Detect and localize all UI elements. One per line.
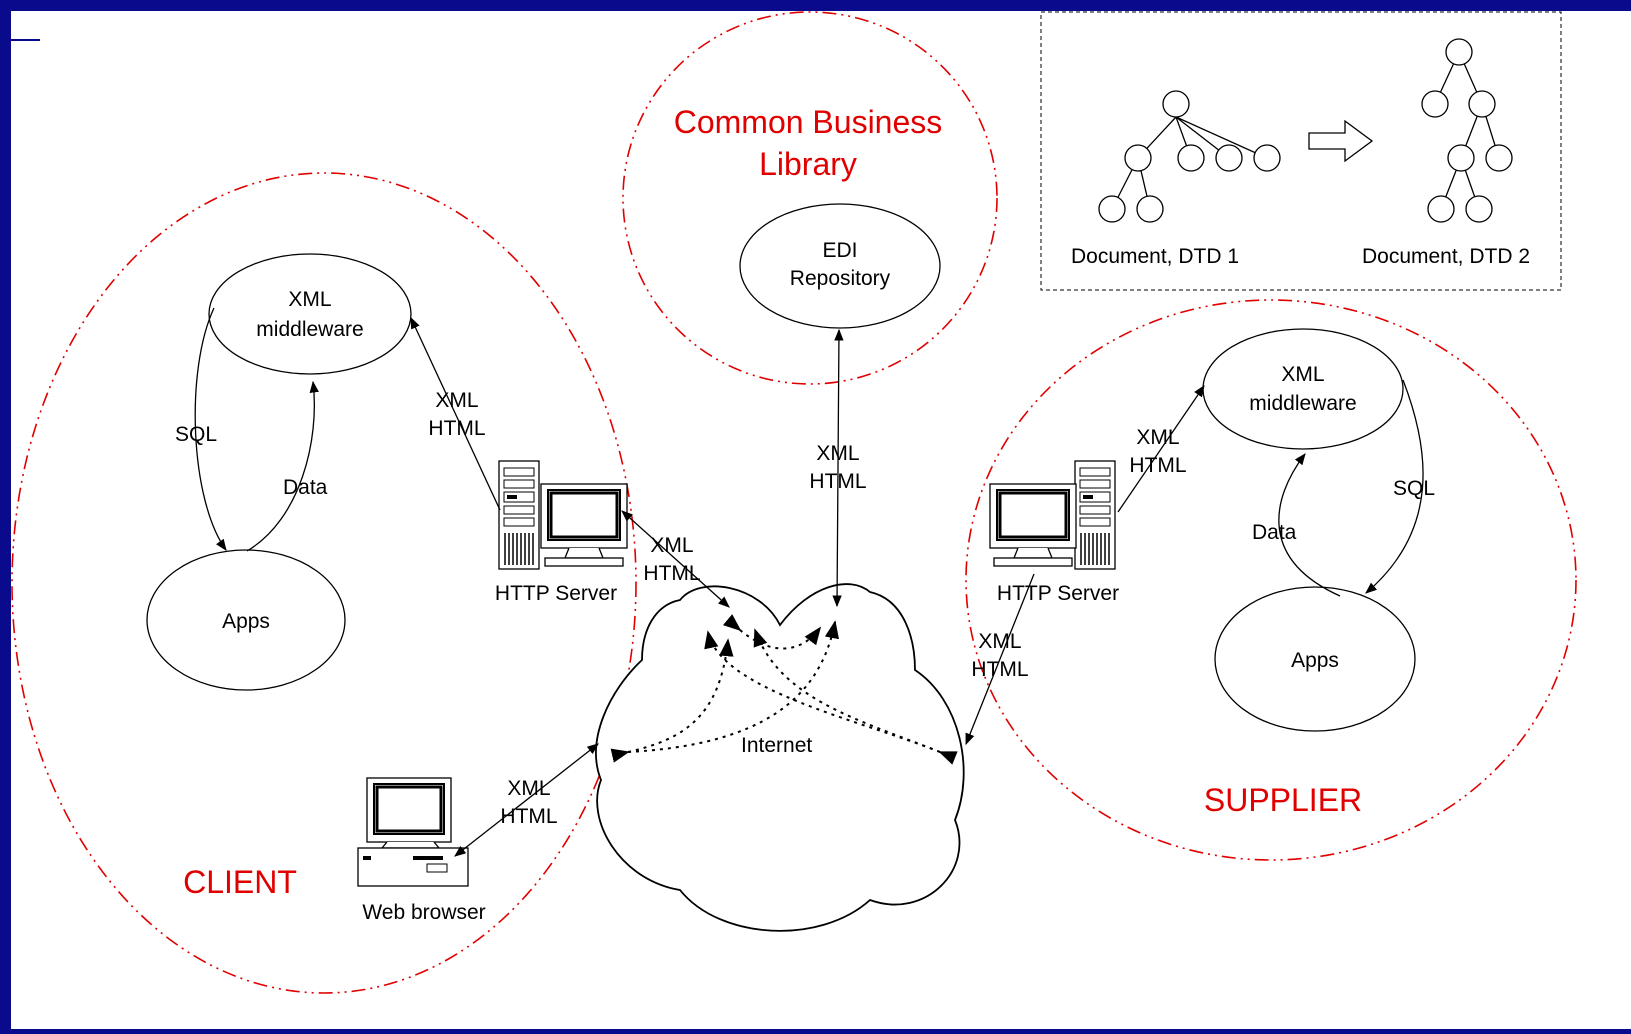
tower-server-icon <box>1074 460 1116 570</box>
svg-text:HTTP Server: HTTP Server <box>495 582 617 605</box>
edge-label-xml: XML <box>435 389 478 412</box>
client-data-arrow <box>246 380 319 552</box>
client-title: CLIENT <box>183 864 297 900</box>
cbl-title-line2: Library <box>759 146 857 182</box>
svg-text:Apps: Apps <box>222 610 270 633</box>
edge-label-html: HTML <box>1129 454 1186 477</box>
svg-text:Web browser: Web browser <box>362 901 485 924</box>
edge-label-xml: XML <box>978 630 1021 653</box>
supplier-sql-label: SQL <box>1393 477 1435 500</box>
edge-label-xml: XML <box>507 777 550 800</box>
doc1-label: Document, DTD 1 <box>1071 245 1239 268</box>
cbl-title-line1: Common Business <box>674 104 943 140</box>
repository-internet-arrow <box>832 328 844 608</box>
edge-label-xml: XML <box>650 534 693 557</box>
svg-text:middleware: middleware <box>1249 392 1356 415</box>
dtd-transform-box: Document, DTD 1 Document, DTD 2 <box>1040 11 1562 291</box>
supplier-title: SUPPLIER <box>1204 782 1362 818</box>
supplier-server-internet-arrow <box>965 573 1035 746</box>
edge-label-xml: XML <box>1136 426 1179 449</box>
client-apps-node: Apps <box>146 549 346 691</box>
tree-icon <box>1098 90 1281 223</box>
edge-label-html: HTML <box>428 417 485 440</box>
tree-icon <box>1421 38 1513 223</box>
client-sql-arrow <box>194 307 227 551</box>
edge-label-html: HTML <box>971 658 1028 681</box>
edge-label-html: HTML <box>500 805 557 828</box>
supplier-server-middleware-arrow <box>1117 385 1205 513</box>
supplier-zone-outline <box>965 299 1577 861</box>
client-data-label: Data <box>283 476 328 499</box>
edge-label-xml: XML <box>816 442 859 465</box>
supplier-middleware-node: XML middleware <box>1202 328 1404 450</box>
client-http-server: HTTP Server <box>495 460 629 605</box>
internet-label: Internet <box>741 734 812 757</box>
supplier-apps-node: Apps <box>1214 586 1416 732</box>
svg-text:HTTP Server: HTTP Server <box>997 582 1119 605</box>
svg-text:Repository: Repository <box>790 267 891 290</box>
internet-flows <box>610 614 958 765</box>
arrow-right-icon <box>1308 119 1374 163</box>
desktop-computer-icon <box>357 777 469 887</box>
doc2-label: Document, DTD 2 <box>1362 245 1530 268</box>
client-server-internet-arrow <box>621 510 730 608</box>
svg-text:XML: XML <box>1281 363 1324 386</box>
supplier-sql-arrow <box>1365 379 1424 594</box>
supplier-data-arrow <box>1278 453 1341 597</box>
edi-repository-node: EDI Repository <box>739 203 941 329</box>
edge-label-html: HTML <box>643 562 700 585</box>
supplier-data-label: Data <box>1252 521 1297 544</box>
browser-internet-arrow <box>454 743 599 857</box>
tower-server-icon <box>498 460 540 570</box>
cloud-icon <box>595 583 965 932</box>
client-middleware-node: XML middleware <box>208 253 412 375</box>
svg-text:Apps: Apps <box>1291 649 1339 672</box>
client-server-middleware-arrow <box>410 316 501 511</box>
svg-text:XML: XML <box>288 288 331 311</box>
svg-text:EDI: EDI <box>822 239 857 262</box>
client-sql-label: SQL <box>175 423 217 446</box>
web-browser-computer: Web browser <box>357 777 486 924</box>
cbl-zone-outline <box>622 11 998 385</box>
supplier-http-server: HTTP Server <box>988 460 1119 605</box>
edge-label-html: HTML <box>809 470 866 493</box>
svg-text:middleware: middleware <box>256 318 363 341</box>
